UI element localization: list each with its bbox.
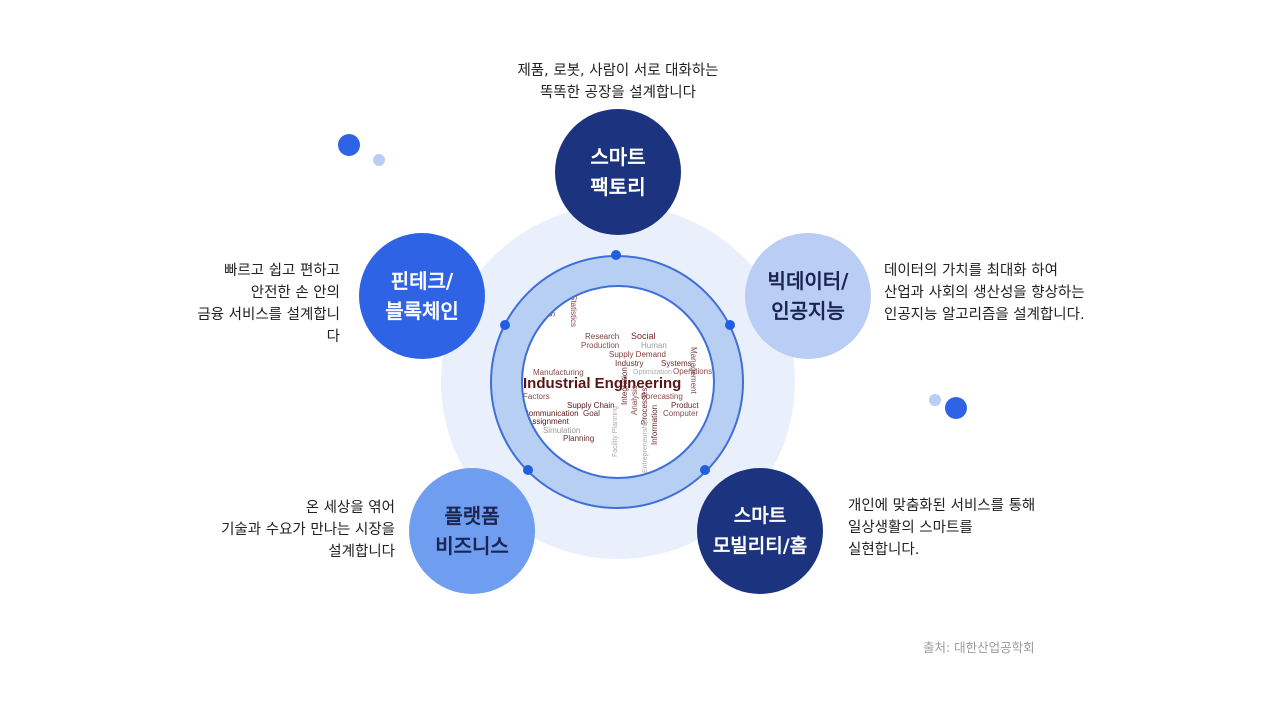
desc-line: 안전한 손 안의	[250, 285, 340, 301]
ring-connector-dot-right	[725, 320, 735, 330]
word-cloud-word: Manufacturing	[533, 368, 584, 377]
desc-smart-factory: 제품, 로봇, 사람이 서로 대화하는 똑똑한 공장을 설계합니다	[498, 60, 738, 104]
desc-line: 산업과 사회의 생산성을 향상하는	[884, 285, 1085, 301]
desc-line: 금융 서비스를 설계합니	[197, 307, 340, 323]
node-platform-line2: 비즈니스	[435, 534, 509, 558]
word-cloud-word: Management	[689, 347, 698, 394]
desc-platform: 온 세상을 엮어 기술과 수요가 만나는 시장을 설계합니다	[175, 497, 395, 563]
word-cloud-title: Industrial Engineering	[523, 375, 681, 392]
ring-connector-dot-left	[500, 320, 510, 330]
desc-smart-mobility: 개인에 맞춤화된 서비스를 통해 일상생활의 스마트를 실현합니다.	[848, 495, 1035, 561]
word-cloud-word: Supply Chain	[567, 401, 615, 410]
ring-connector-dot-bottom-left	[523, 465, 533, 475]
word-cloud-word: Facility Planning	[612, 406, 619, 457]
word-cloud-word: Simulation	[543, 426, 580, 435]
word-cloud-word: Industry	[615, 359, 643, 368]
word-cloud-word: Communication	[523, 409, 579, 418]
word-cloud-word: Research	[585, 332, 619, 341]
word-cloud-word: Assignment	[527, 417, 570, 426]
desc-fintech: 빠르고 쉽고 편하고 안전한 손 안의 금융 서비스를 설계합니 다	[160, 260, 340, 348]
node-smart-mobility-line2: 모빌리티/홈	[712, 535, 808, 557]
word-cloud-word: Factors	[523, 392, 550, 401]
desc-line: 데이터의 가치를 최대화 하여	[884, 263, 1058, 279]
word-cloud-image: Research Social Production Human Supply …	[523, 288, 712, 473]
node-platform-line1: 플랫폼	[444, 504, 500, 528]
word-cloud-word: Operations	[673, 367, 712, 376]
ring-connector-dot-top	[611, 250, 621, 260]
desc-line: 일상생활의 스마트를	[848, 520, 973, 536]
word-cloud-word: Optimization	[633, 369, 672, 376]
word-cloud-word: Entrepreneurship	[642, 419, 649, 473]
word-cloud-word: Information	[650, 405, 659, 445]
word-cloud-word: Social	[631, 331, 656, 341]
node-bigdata-ai-line1: 빅데이터/	[767, 269, 849, 293]
desc-bigdata-ai: 데이터의 가치를 최대화 하여 산업과 사회의 생산성을 향상하는 인공지능 알…	[884, 260, 1085, 326]
word-cloud-word: Science	[548, 288, 557, 317]
node-fintech-line1: 핀테크/	[390, 269, 454, 293]
node-platform: 플랫폼 비즈니스	[409, 468, 535, 594]
word-cloud-word: Analysis	[630, 385, 639, 415]
source-caption: 출처: 대한산업공학회	[923, 640, 1035, 655]
desc-line: 인공지능 알고리즘을 설계합니다.	[884, 307, 1085, 323]
desc-line: 온 세상을 엮어	[305, 500, 395, 516]
word-cloud-word: Product	[671, 401, 699, 410]
word-cloud-word: Planning	[563, 434, 594, 443]
node-smart-mobility-line1: 스마트	[733, 505, 787, 527]
desc-line: 실현합니다.	[848, 542, 920, 558]
word-cloud-word: Human	[641, 341, 667, 350]
node-fintech: 핀테크/ 블록체인	[359, 233, 485, 359]
word-cloud-word: Goal	[583, 409, 600, 418]
node-smart-mobility: 스마트 모빌리티/홈	[697, 468, 823, 594]
word-cloud-word: Systems	[661, 359, 692, 368]
word-cloud-word: Statistics	[569, 295, 578, 327]
node-smart-factory: 스마트 팩토리	[555, 109, 681, 235]
word-cloud-word: Processes	[640, 388, 649, 425]
decorative-dot-large-right	[945, 397, 967, 419]
word-cloud-word: Integration	[620, 367, 629, 405]
node-smart-factory-line1: 스마트	[590, 145, 646, 169]
word-cloud-word: Computer	[663, 409, 698, 418]
desc-line: 빠르고 쉽고 편하고	[224, 263, 340, 279]
desc-line: 똑똑한 공장을 설계합니다	[540, 85, 696, 101]
word-cloud-word: Production	[581, 341, 619, 350]
desc-line: 제품, 로봇, 사람이 서로 대화하는	[517, 63, 719, 79]
node-bigdata-ai: 빅데이터/ 인공지능	[745, 233, 871, 359]
node-smart-factory-line2: 팩토리	[590, 175, 646, 199]
desc-line: 설계합니다	[328, 544, 395, 560]
desc-line: 개인에 맞춤화된 서비스를 통해	[848, 498, 1036, 514]
desc-line: 다	[326, 329, 340, 345]
node-fintech-line2: 블록체인	[385, 299, 459, 323]
decorative-dot-large-left	[338, 134, 360, 156]
decorative-dot-small-left	[373, 154, 385, 166]
node-bigdata-ai-line2: 인공지능	[771, 299, 845, 323]
word-cloud-word: Forecasting	[641, 392, 683, 401]
center-image: Research Social Production Human Supply …	[521, 285, 715, 479]
ring-connector-dot-bottom-right	[700, 465, 710, 475]
word-cloud-word: Supply Demand	[609, 350, 666, 359]
desc-line: 기술과 수요가 만나는 시장을	[221, 522, 395, 538]
decorative-dot-small-right	[929, 394, 941, 406]
